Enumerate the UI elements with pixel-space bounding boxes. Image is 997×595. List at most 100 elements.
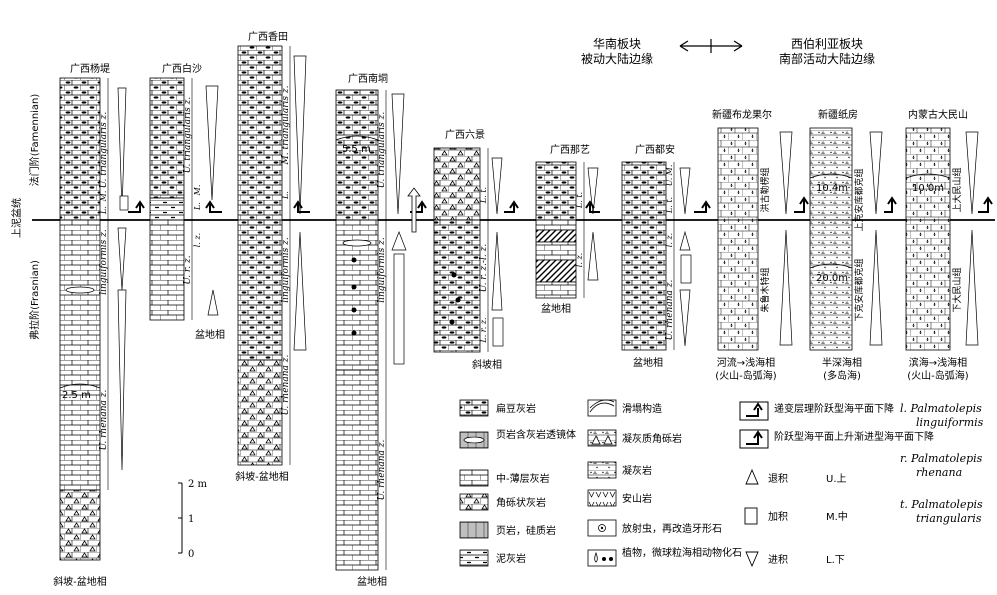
legend-label: 凝灰质角砾岩 (622, 432, 682, 445)
double-arrow-icon (679, 39, 743, 53)
retrogradation-triangle (679, 230, 691, 251)
section-name: 广西六景 (445, 129, 485, 141)
scale-tick: 2 m (188, 479, 208, 490)
facies-note: (火山-岛弧海) (907, 369, 969, 382)
legend-swatch-shale-chert (459, 521, 489, 539)
lens-symbol (65, 286, 95, 294)
column-upper (717, 127, 759, 221)
zone-label: U. rhenana z. (99, 390, 109, 451)
aggradation-box (680, 254, 692, 284)
facies-label: 河流→浅海相 (717, 356, 775, 369)
plant-icon (594, 551, 598, 563)
zone-label: U. rhenana z. (377, 440, 387, 501)
taxon-line: l. Palmatolepis (900, 402, 982, 415)
sea-level-drop-icon (694, 200, 711, 213)
retrogradation-triangle (587, 231, 599, 281)
formation-label: 洪古勒楞组 (759, 167, 771, 212)
legend-lithology-1: 扁豆灰岩 页岩含灰岩透镜体 中-薄层灰岩 角砾状灰岩 页岩，硅质岩 泥灰岩 (459, 399, 576, 567)
taxon-line: r. Palmatolepis (900, 452, 983, 465)
legend-label: 角砾状灰岩 (496, 496, 546, 509)
column-middle (59, 219, 101, 491)
section-name: 新疆布龙果尔 (712, 108, 772, 121)
legend-swatch-tuff (587, 461, 617, 479)
legend-label: 泥灰岩 (496, 552, 526, 565)
progradation-triangle (679, 167, 691, 215)
taxon-line: t. Palmatolepis (900, 498, 983, 511)
legend-label: L.下 (826, 555, 845, 566)
zone-label: M. (193, 185, 202, 197)
legend-swatch-andesite (587, 489, 617, 507)
sea-level-rise-icon (746, 430, 763, 445)
retrogradation-triangle (779, 229, 793, 346)
boundary-label: 上泥盆统 (10, 198, 23, 238)
zone-label: linguiformis z. (99, 229, 109, 295)
south-china-margin-label: 被动大陆边缘 (581, 51, 653, 66)
zone-label: M. (665, 165, 674, 177)
taxon-species: triangularis (916, 512, 982, 525)
legend-label: 阶跃型海平面上升渐进型海平面下降 (774, 430, 934, 443)
thickness-label: 10.4m (816, 183, 848, 194)
legend-label: 页岩含灰岩透镜体 (496, 428, 576, 441)
aggradation-box (393, 253, 405, 365)
column-upper (237, 45, 283, 221)
legend-swatch-slump (587, 399, 617, 417)
sea-level-drop-icon (205, 200, 222, 213)
zone-label: M. (99, 191, 108, 203)
legend-swatch-thin-limestone (459, 469, 489, 487)
section-daminshan: 内蒙古大民山 10.0m 上大民山组 下大民山组 滨海→浅海相 (火山-岛弧海) (905, 108, 993, 382)
facies-label: 滨海→浅海相 (909, 356, 967, 369)
retrogradation-triangle (869, 229, 883, 346)
section-baisha: 广西白沙 U. triangularis z. L. M. U. r. z. l… (149, 62, 225, 341)
progradation-triangle (869, 131, 883, 215)
legend-label: 安山岩 (622, 492, 652, 505)
legend-swatch-lenticular (459, 399, 489, 417)
famennian-label: 法门阶(Famennian) (28, 94, 41, 187)
progradation-triangle (117, 289, 127, 471)
formation-label: 下大民山组 (951, 267, 963, 312)
section-nandong: 广西南垌 5.5 m U. triangularis z. linguiform… (335, 72, 427, 588)
legend-label: 凝灰岩 (622, 464, 652, 477)
frasnian-label: 弗拉阶(Frasnian) (28, 260, 41, 340)
sea-level-drop-icon (128, 200, 145, 213)
column-lower (433, 219, 481, 353)
retrogradation-icon (745, 468, 759, 485)
aggradation-box (492, 317, 504, 347)
column-lower (335, 369, 379, 571)
column-upper (621, 161, 667, 221)
formation-label: 上大民山组 (951, 167, 963, 212)
zone-label: L. (193, 202, 202, 211)
zone-label: U. triangularis z. (377, 112, 387, 189)
legend-swatch-plant-fossil (587, 549, 617, 567)
retrogradation-triangle (391, 231, 407, 251)
column-marl (149, 197, 185, 221)
facies-note: (多岛海) (823, 369, 861, 382)
thickness-label: 2.5 m (62, 390, 91, 401)
sea-level-drop-icon (585, 200, 600, 213)
column-lower (621, 219, 667, 351)
scale-tick: 1 (188, 514, 194, 525)
zone-label: linguiformis z. (281, 237, 291, 303)
retrogradation-triangle (293, 231, 307, 351)
zone-label: U. rhenana z. (281, 355, 291, 416)
legend-label: M.中 (826, 510, 848, 523)
zone-label: L. (281, 191, 290, 200)
south-china-block-label: 华南板块 (593, 36, 641, 51)
legend-label: U.上 (826, 473, 847, 485)
aggradation-box (119, 195, 129, 211)
thickness-label: 5.5 m (342, 144, 371, 155)
column-lower (809, 219, 853, 351)
legend-sea-level: 递变层理阶跃型海平面下降 阶跃型海平面上升渐进型海平面下降 (739, 401, 934, 449)
retrogradation-triangle (117, 227, 127, 291)
taxon-species: rhenana (916, 466, 962, 479)
column-upper (149, 77, 185, 199)
retrogradation-triangle (965, 229, 979, 346)
section-name: 新疆纸房 (818, 108, 858, 121)
progradation-triangle (491, 157, 503, 215)
section-name: 广西白沙 (162, 62, 202, 75)
zone-label: L. t. (665, 197, 674, 214)
formation-label: 朱鲁木特组 (759, 267, 771, 312)
siberia-margin-label: 南部活动大陆边缘 (779, 51, 875, 66)
zone-label: L. r. z. (479, 317, 488, 343)
column-upper (535, 161, 577, 221)
